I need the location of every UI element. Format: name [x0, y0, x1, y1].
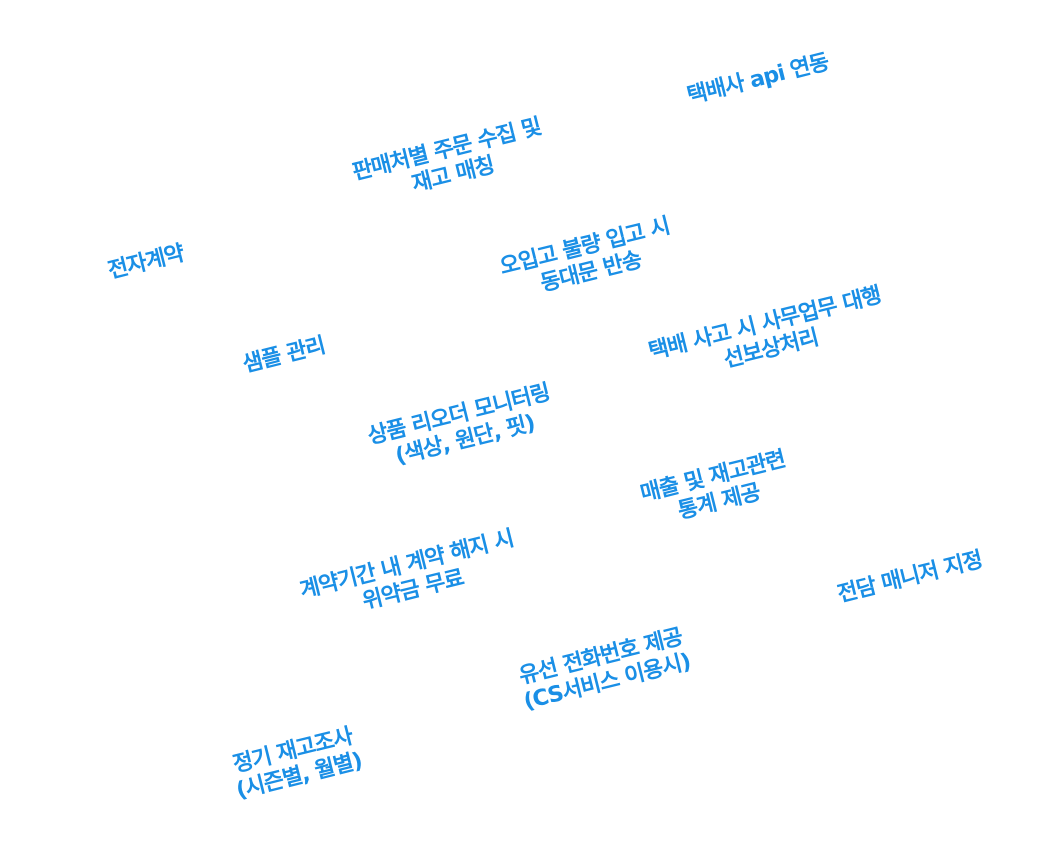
feature-line: 택배사 api 연동	[684, 49, 832, 110]
feature-line: 전자계약	[105, 241, 187, 284]
feature-e-contract: 전자계약	[106, 241, 187, 285]
feature-line: 샘플 관리	[240, 333, 328, 378]
feature-courier-api: 택배사 api 연동	[685, 50, 832, 110]
feature-defect-return: 오입고 불량 입고 시 동대문 반송	[497, 214, 678, 307]
feature-reorder-monitoring: 상품 리오더 모니터링 (색상, 원단, 핏)	[365, 380, 559, 476]
feature-inventory-check: 정기 재고조사 (시즌별, 월별)	[227, 723, 364, 805]
feature-line: 전담 매니저 지정	[835, 547, 985, 608]
feature-phone-number: 유선 전화번호 제공 (CS서비스 이용시)	[515, 624, 693, 716]
feature-dedicated-manager: 전담 매니저 지정	[835, 547, 985, 608]
feature-contract-cancellation: 계약기간 내 계약 해지 시 위약금 무료	[297, 526, 522, 629]
feature-courier-accident: 택배 사고 시 사무업무 대행 선보상처리	[646, 283, 890, 391]
feature-sales-statistics: 매출 및 재고관련 통계 제공	[638, 447, 794, 533]
feature-order-collection: 판매처별 주문 수집 및 재고 매칭	[350, 114, 550, 211]
feature-sample-management: 샘플 관리	[240, 333, 327, 378]
